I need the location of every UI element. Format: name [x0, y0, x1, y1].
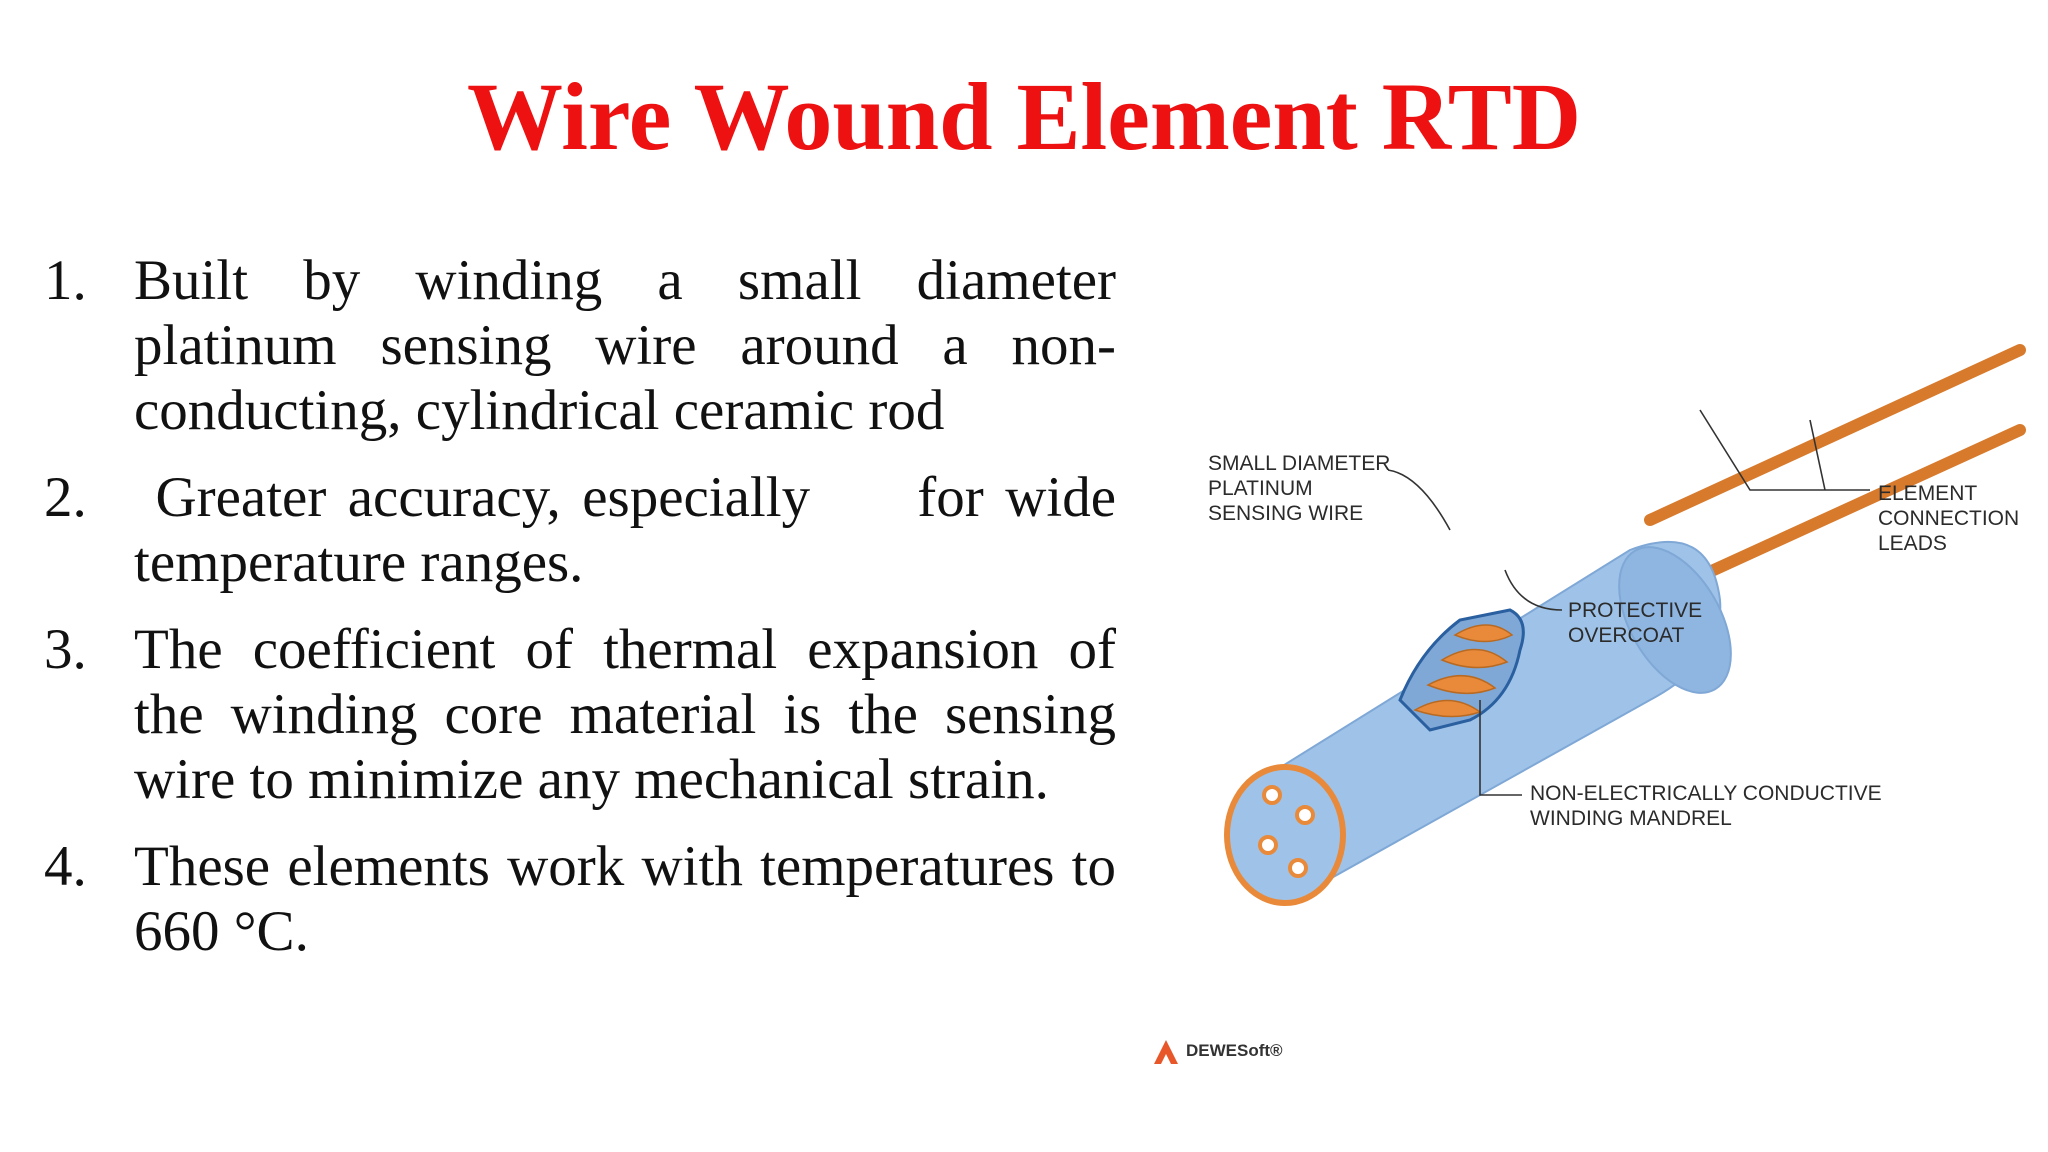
item-text: Built by winding a small diameter platin… — [134, 249, 1116, 442]
bore-hole — [1262, 785, 1282, 805]
logo-mark-icon — [1154, 1040, 1178, 1064]
cylinder-top-shade — [1618, 546, 1732, 694]
bore-hole — [1258, 835, 1278, 855]
item-text: Greater accuracy, especially for wide te… — [134, 466, 1131, 594]
item-number: 1. — [44, 249, 87, 312]
item-number: 3. — [44, 618, 87, 681]
list-item: 3. The coefficient of thermal expansion … — [44, 617, 1116, 812]
label-sensing-wire: SMALL DIAMETER PLATINUM SENSING WIRE — [1208, 452, 1396, 525]
list-item: 1. Built by winding a small diameter pla… — [44, 248, 1116, 443]
platinum-sensing-wire — [1413, 624, 1514, 718]
slide-title: Wire Wound Element RTD — [466, 63, 1582, 170]
label-overcoat: PROTECTIVE OVERCOAT — [1568, 599, 1708, 647]
list-item: 2. Greater accuracy, especially for wide… — [44, 465, 1116, 595]
label-leads: ELEMENT CONNECTION LEADS — [1878, 482, 2025, 555]
logo-text: DEWESoft® — [1186, 1041, 1283, 1060]
dewesoft-logo: DEWESoft® — [1154, 1040, 1283, 1064]
item-number: 2. — [44, 466, 87, 529]
connection-lead-upper — [1644, 344, 2026, 526]
item-text: These elements work with temperatures to… — [134, 835, 1116, 963]
item-number: 4. — [44, 835, 87, 898]
bore-hole — [1295, 805, 1315, 825]
item-text: The coefficient of thermal expansion of … — [134, 618, 1116, 811]
label-mandrel: NON-ELECTRICALLY CONDUCTIVE WINDING MAND… — [1530, 782, 1887, 830]
list-item: 4. These elements work with temperatures… — [44, 834, 1116, 964]
end-face — [1224, 764, 1346, 906]
bore-hole — [1288, 858, 1308, 878]
connection-lead-lower — [1664, 424, 2026, 596]
leader-overcoat — [1504, 569, 1563, 611]
leader-leads — [1699, 409, 1870, 491]
leader-sensing-wire — [1387, 469, 1451, 531]
leader-mandrel — [1479, 700, 1522, 796]
rtd-diagram: SMALL DIAMETER PLATINUM SENSING WIRE ELE… — [1208, 344, 2026, 906]
bullet-list: 1. Built by winding a small diameter pla… — [44, 248, 1116, 986]
logo-mark-inner-icon — [1161, 1054, 1171, 1064]
